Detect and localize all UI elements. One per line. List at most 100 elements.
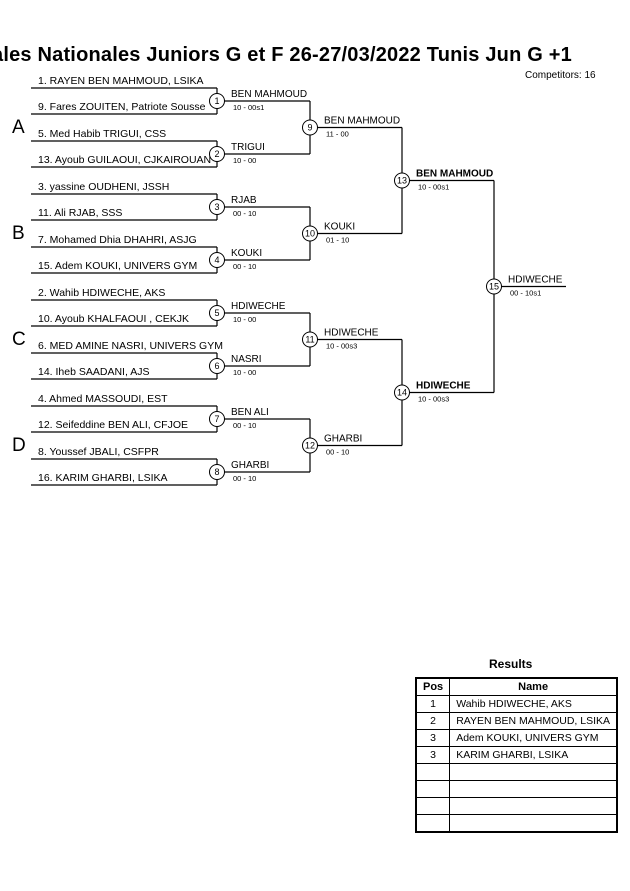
competitor-entry: 5. Med Habib TRIGUI, CSS [38,128,166,140]
round1-winner-name: NASRI [231,354,262,365]
match-2-marker-number: 2 [214,149,219,159]
competitor-entry: 10. Ayoub KHALFAOUI , CEKJK [38,313,189,325]
competitor-entry: 9. Fares ZOUITEN, Patriote Sousse [38,101,206,113]
match-15-marker [486,278,502,295]
match-13-marker [394,172,410,189]
round2-winner-name: BEN MAHMOUD [324,116,400,127]
results-name [449,780,618,798]
match-4-marker [209,252,225,268]
round2-score: 11 - 00 [326,130,349,139]
results-position: 2 [415,712,451,730]
round1-winner-name: HDIWECHE [231,301,286,312]
round1-winner-name: BEN MAHMOUD [231,89,307,100]
match-4-marker-number: 4 [214,255,219,265]
competitors-count: Competitors: 16 [525,70,596,81]
round1-score: 00 - 10 [233,421,256,430]
competitor-entry: 13. Ayoub GUILAOUI, CJKAIROUAN [38,154,211,166]
round1-score: 10 - 00 [233,368,256,377]
results-name [449,814,618,833]
match-9-marker-number: 9 [307,123,312,133]
results-header-row: Pos Name [415,677,618,696]
match-5-marker-number: 5 [214,308,219,318]
group-label-a: A [12,117,25,138]
round1-score: 10 - 00 [233,156,256,165]
results-row [415,763,618,781]
results-position [415,763,451,781]
match-14-marker-number: 14 [397,388,407,398]
match-14-marker [394,384,410,401]
match-8-marker [209,464,225,480]
final-winner-name: HDIWECHE [508,275,563,286]
match-7-marker [209,411,225,427]
round2-winner-name: KOUKI [324,222,355,233]
competitor-entry: 15. Adem KOUKI, UNIVERS GYM [38,260,197,272]
round2-winner-name: HDIWECHE [324,328,379,339]
round1-score: 00 - 10 [233,262,256,271]
competitor-entry: 2. Wahib HDIWECHE, AKS [38,287,165,299]
competitor-entry: 4. Ahmed MASSOUDI, EST [38,393,168,405]
results-row [415,780,618,798]
match-6-marker [209,358,225,374]
match-10-marker [302,225,318,242]
semifinal-winner-name: HDIWECHE [416,381,471,392]
match-3-marker [209,199,225,215]
group-label-b: B [12,223,25,244]
round1-winner-name: BEN ALI [231,407,269,418]
results-position: 3 [415,729,451,747]
match-10-marker-number: 10 [305,229,315,239]
results-position [415,814,451,833]
round2-score: 01 - 10 [326,236,349,245]
competitor-entry: 3. yassine OUDHENI, JSSH [38,181,169,193]
match-12-marker-number: 12 [305,441,315,451]
competitor-entry: 7. Mohamed Dhia DHAHRI, ASJG [38,234,197,246]
round1-score: 00 - 10 [233,474,256,483]
results-name: RAYEN BEN MAHMOUD, LSIKA [449,712,618,730]
match-5-marker [209,305,225,321]
match-8-marker-number: 8 [214,467,219,477]
results-name: Wahib HDIWECHE, AKS [449,695,618,713]
competitor-entry: 14. Iheb SAADANI, AJS [38,366,149,378]
results-name: Adem KOUKI, UNIVERS GYM [449,729,618,747]
semifinal-score: 10 - 00s3 [418,395,449,404]
match-2-marker [209,146,225,162]
competitor-entry: 8. Youssef JBALI, CSFPR [38,446,159,458]
semifinal-winner-name: BEN MAHMOUD [416,169,493,180]
round1-winner-name: RJAB [231,195,257,206]
round1-score: 10 - 00 [233,315,256,324]
match-13-marker-number: 13 [397,176,407,186]
match-12-marker [302,437,318,454]
round2-winner-name: GHARBI [324,434,362,445]
round2-score: 00 - 10 [326,448,349,457]
match-15-marker-number: 15 [489,282,499,292]
match-1-marker-number: 1 [214,96,219,106]
semifinal-score: 10 - 00s1 [418,183,449,192]
competitor-entry: 16. KARIM GHARBI, LSIKA [38,472,168,484]
match-9-marker [302,119,318,136]
results-col-pos: Pos [415,677,451,696]
results-position [415,780,451,798]
match-6-marker-number: 6 [214,361,219,371]
final-score: 00 - 10s1 [510,289,541,298]
results-row [415,814,618,833]
match-1-marker [209,93,225,109]
round1-winner-name: KOUKI [231,248,262,259]
round1-winner-name: GHARBI [231,460,269,471]
results-title: Results [489,657,533,671]
event-title: ales Nationales Juniors G et F 26-27/03/… [0,44,572,66]
round1-score: 10 - 00s1 [233,103,264,112]
competitor-entry: 1. RAYEN BEN MAHMOUD, LSIKA [38,75,204,87]
results-position: 3 [415,746,451,764]
round1-winner-name: TRIGUI [231,142,265,153]
results-position [415,797,451,815]
match-3-marker-number: 3 [214,202,219,212]
results-name [449,797,618,815]
competitor-entry: 11. Ali RJAB, SSS [38,207,122,219]
competitor-entry: 12. Seifeddine BEN ALI, CFJOE [38,419,188,431]
results-row [415,797,618,815]
